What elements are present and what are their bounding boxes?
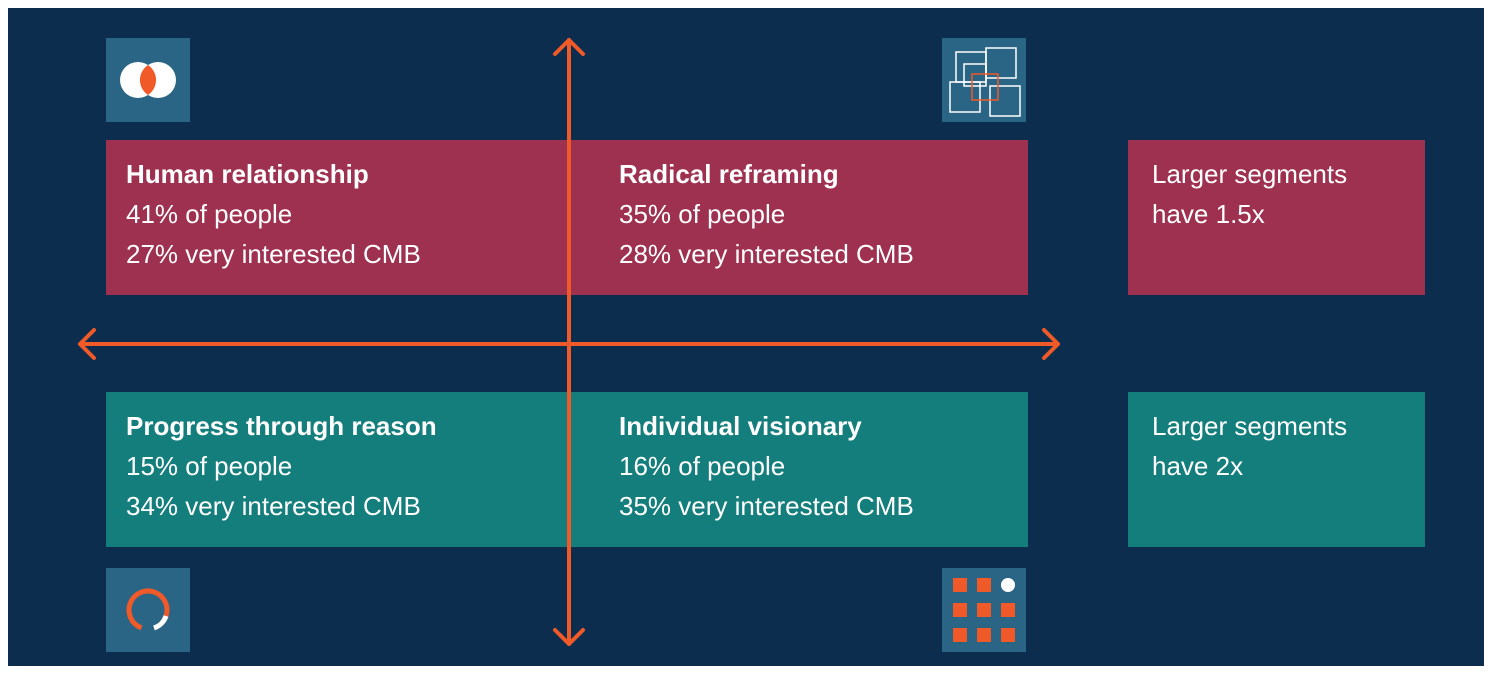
- quadrant-share-people: 35% of people: [619, 199, 786, 229]
- quadrant-title: Radical reframing: [619, 159, 839, 189]
- quadrant-share-people: 16% of people: [619, 451, 786, 481]
- quadrant-progress-through-reason: Progress through reason 15% of people 34…: [106, 392, 566, 547]
- horizontal-axis-arrow-right: [1042, 328, 1060, 360]
- quadrant-title: Individual visionary: [619, 411, 862, 441]
- horizontal-axis-arrow-left: [78, 328, 96, 360]
- side-note-top: Larger segments have 1.5x: [1128, 140, 1425, 295]
- side-note-text: Larger segments have 1.5x: [1152, 159, 1348, 229]
- vertical-axis-arrow-down: [553, 628, 585, 646]
- vertical-axis-arrow-up: [553, 38, 585, 56]
- quadrant-axes: [78, 38, 1060, 646]
- quadrant-share-people: 41% of people: [126, 199, 293, 229]
- quadrant-interest: 28% very interested CMB: [619, 239, 914, 269]
- quadrant-title: Progress through reason: [126, 411, 437, 441]
- dot-grid-icon: [942, 568, 1026, 652]
- ring-icon: [106, 568, 190, 652]
- quadrant-title: Human relationship: [126, 159, 369, 189]
- overlapping-circles-icon: [106, 38, 190, 122]
- quadrant-interest: 35% very interested CMB: [619, 491, 914, 521]
- overlapping-squares-icon: [942, 38, 1026, 122]
- quadrant-interest: 27% very interested CMB: [126, 239, 421, 269]
- quadrant-share-people: 15% of people: [126, 451, 293, 481]
- segment-quadrant-diagram: Human relationship 41% of people 27% ver…: [8, 8, 1484, 666]
- quadrant-individual-visionary: Individual visionary 16% of people 35% v…: [599, 392, 1028, 547]
- quadrant-top-left-text: Human relationship 41% of people 27% ver…: [106, 140, 566, 295]
- quadrant-interest: 34% very interested CMB: [126, 491, 421, 521]
- quadrant-radical-reframing: Radical reframing 35% of people 28% very…: [599, 140, 1028, 295]
- side-note-text: Larger segments have 2x: [1152, 411, 1348, 481]
- side-note-bottom: Larger segments have 2x: [1128, 392, 1425, 547]
